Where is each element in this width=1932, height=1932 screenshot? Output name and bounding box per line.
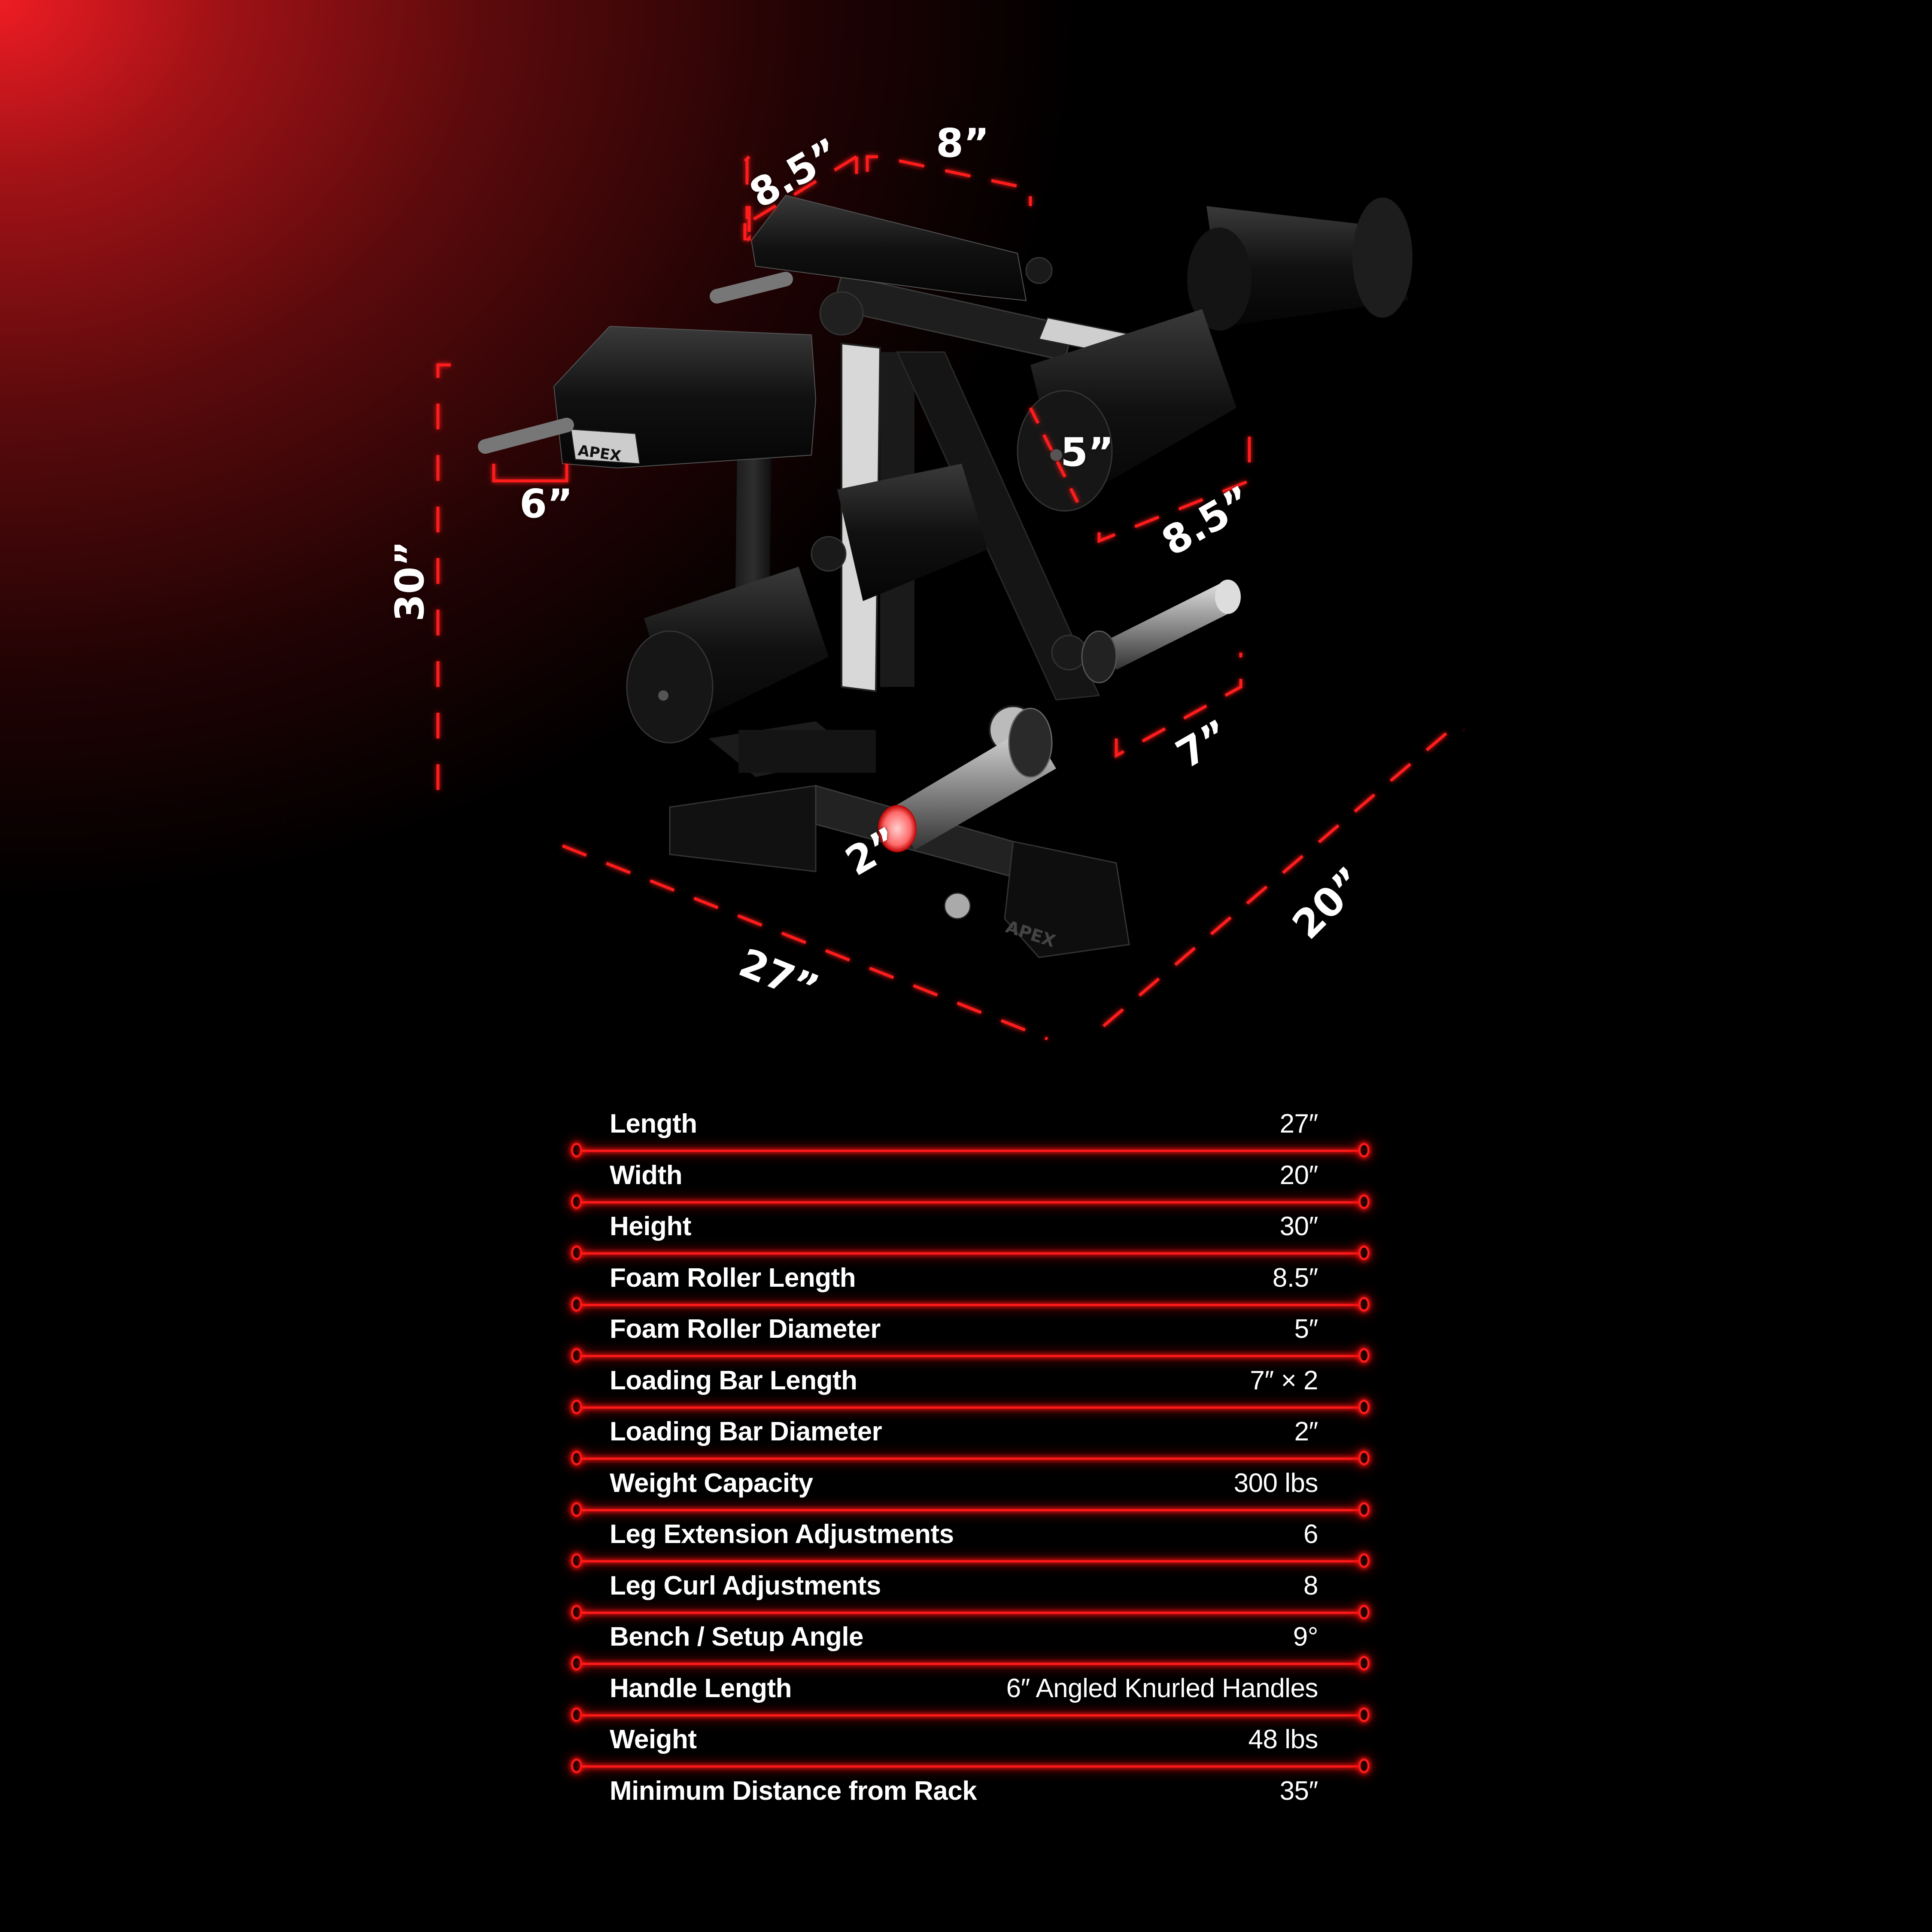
spec-value: 8 (1303, 1571, 1318, 1601)
spec-row-height: Height 30″ (571, 1202, 1370, 1260)
loading-bar-cap-highlight (878, 805, 917, 852)
dim-label-roller-diameter: 5” (1060, 429, 1114, 475)
spec-row-loading-bar-diameter: Loading Bar Diameter 2″ (571, 1407, 1370, 1465)
spec-value: 30″ (1279, 1212, 1318, 1241)
spec-divider (571, 1348, 1370, 1363)
roller-lower-back (837, 464, 987, 601)
dim-line-length (562, 844, 1048, 1041)
spec-label: Handle Length (610, 1673, 792, 1703)
spec-value: 2″ (1294, 1417, 1318, 1446)
dim-line-pad-length (746, 234, 751, 242)
roller-front-left (626, 567, 829, 744)
spec-value: 5″ (1294, 1314, 1318, 1344)
roller-front-right (1017, 309, 1236, 512)
spec-row-loading-bar-length: Loading Bar Length 7″ × 2 (571, 1356, 1370, 1414)
spec-label: Weight (610, 1725, 697, 1754)
spec-label: Length (610, 1109, 697, 1139)
foam-rollers (626, 197, 1413, 744)
spec-row-minimum-distance-from-rack: Minimum Distance from Rack 35″ (571, 1766, 1370, 1818)
spec-label: Height (610, 1212, 691, 1241)
spec-value: 6″ Angled Knurled Handles (1006, 1673, 1318, 1703)
spec-label: Width (610, 1160, 683, 1190)
spec-row-foam-roller-length: Foam Roller Length 8.5″ (571, 1253, 1370, 1312)
product-diagram: APEX APEX (386, 120, 1465, 1041)
spec-value: 20″ (1279, 1160, 1318, 1190)
back-pad (750, 194, 1027, 301)
spec-row-leg-curl-adjustments: Leg Curl Adjustments 8 (571, 1561, 1370, 1619)
spec-value: 6 (1303, 1519, 1318, 1549)
spec-divider (571, 1553, 1370, 1568)
spec-label: Leg Extension Adjustments (610, 1519, 954, 1549)
dim-line-height (436, 363, 451, 816)
spec-divider (571, 1656, 1370, 1671)
spec-value: 48 lbs (1248, 1725, 1318, 1754)
spec-divider (571, 1451, 1370, 1465)
spec-divider (571, 1604, 1370, 1619)
spec-row-leg-extension-adjustments: Leg Extension Adjustments 6 (571, 1510, 1370, 1568)
loading-bar-back (1081, 580, 1241, 683)
dim-line-roller-length (1097, 416, 1251, 544)
dim-line-pad-width (866, 155, 1032, 206)
spec-divider (571, 1245, 1370, 1260)
spec-table: Length 27″ Width 20″ Height 30″ Foam Rol… (571, 1099, 1370, 1817)
dim-line-handle-length (492, 464, 568, 483)
spec-divider (571, 1399, 1370, 1414)
spec-value: 8.5″ (1272, 1263, 1318, 1293)
spec-label: Weight Capacity (610, 1468, 813, 1498)
seat-pad: APEX (553, 325, 817, 469)
spec-value: 7″ × 2 (1250, 1365, 1318, 1395)
spec-label: Foam Roller Diameter (610, 1314, 881, 1344)
spec-divider (571, 1143, 1370, 1157)
spec-label: Loading Bar Length (610, 1365, 857, 1395)
spec-label: Foam Roller Length (610, 1263, 856, 1293)
spec-label: Leg Curl Adjustments (610, 1571, 881, 1601)
spec-row-handle-length: Handle Length 6″ Angled Knurled Handles (571, 1664, 1370, 1722)
leg-attachment-illustration: APEX APEX (436, 155, 1465, 1041)
spec-divider (571, 1502, 1370, 1517)
spec-divider (571, 1194, 1370, 1209)
dim-label-height: 30” (386, 541, 433, 622)
spec-divider (571, 1297, 1370, 1312)
spec-row-foam-roller-diameter: Foam Roller Diameter 5″ (571, 1304, 1370, 1363)
spec-label: Loading Bar Diameter (610, 1417, 882, 1446)
spec-value: 27″ (1279, 1109, 1318, 1139)
spec-value: 35″ (1279, 1776, 1318, 1806)
dim-line-width (1102, 723, 1465, 1027)
spec-row-bench-setup-angle: Bench / Setup Angle 9° (571, 1612, 1370, 1671)
spec-divider (571, 1759, 1370, 1773)
spec-row-weight-capacity: Weight Capacity 300 lbs (571, 1458, 1370, 1517)
spec-row-width: Width 20″ (571, 1151, 1370, 1209)
dim-label-pad-width: 8” (936, 120, 990, 166)
dimension-lines (436, 155, 1465, 1041)
handles (478, 272, 793, 454)
spec-value: 9° (1293, 1622, 1318, 1652)
spec-label: Minimum Distance from Rack (610, 1776, 977, 1806)
spec-label: Bench / Setup Angle (610, 1622, 864, 1652)
spec-row-length: Length 27″ (571, 1099, 1370, 1157)
dim-line-loading-bar-length (1115, 653, 1242, 758)
dim-label-handle-length: 6” (519, 481, 573, 527)
spec-value: 300 lbs (1233, 1468, 1318, 1498)
spec-divider (571, 1707, 1370, 1722)
roller-top-right (1187, 197, 1413, 331)
spec-row-weight: Weight 48 lbs (571, 1715, 1370, 1773)
loading-bars (878, 580, 1241, 852)
loading-bar-front (878, 708, 1056, 852)
